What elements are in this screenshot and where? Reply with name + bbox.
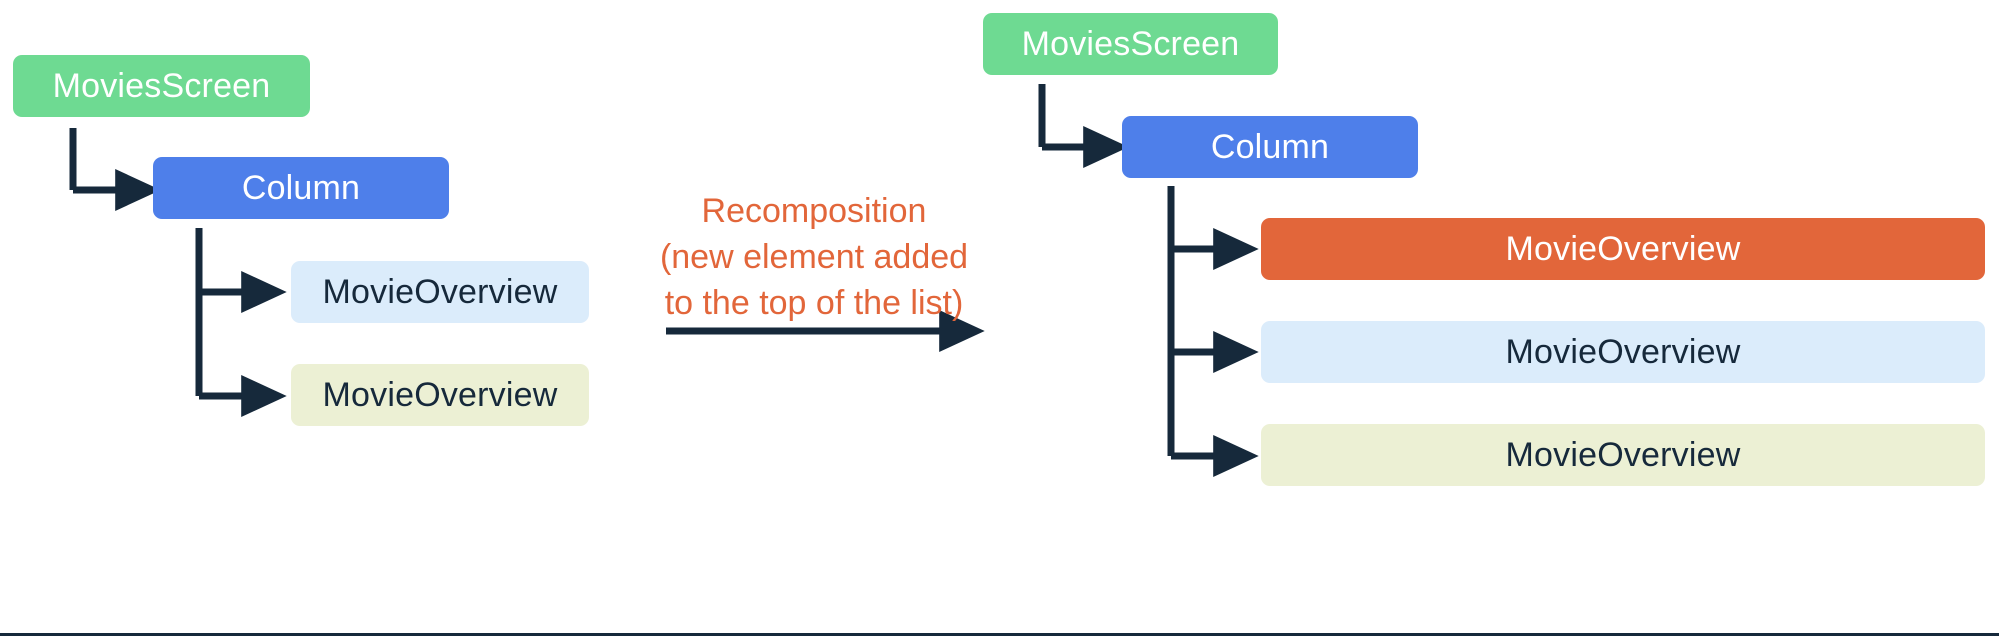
node-after-column[interactable]: Column xyxy=(1122,116,1418,178)
node-label: MoviesScreen xyxy=(1021,24,1240,63)
node-before-movies-screen[interactable]: MoviesScreen xyxy=(13,55,310,117)
node-label: Column xyxy=(241,168,361,207)
node-label: MovieOverview xyxy=(1505,332,1741,371)
bottom-divider xyxy=(0,633,1999,636)
node-label: MoviesScreen xyxy=(52,66,271,105)
node-label: MovieOverview xyxy=(322,375,558,414)
node-before-movie-overview-2[interactable]: MovieOverview xyxy=(291,364,589,426)
node-after-movie-overview-new[interactable]: MovieOverview xyxy=(1261,218,1985,280)
node-after-movie-overview-2[interactable]: MovieOverview xyxy=(1261,424,1985,486)
node-label: Column xyxy=(1210,127,1330,166)
transition-caption: Recomposition (new element added to the … xyxy=(659,192,969,322)
edge-after-root-to-column xyxy=(1038,84,1129,168)
node-before-column[interactable]: Column xyxy=(153,157,449,219)
node-label: MovieOverview xyxy=(322,272,558,311)
node-after-movies-screen[interactable]: MoviesScreen xyxy=(983,13,1278,75)
node-label: MovieOverview xyxy=(1505,435,1741,474)
node-label: MovieOverview xyxy=(1505,229,1741,268)
node-after-movie-overview-1[interactable]: MovieOverview xyxy=(1261,321,1985,383)
edge-before-root-to-column xyxy=(69,128,161,211)
node-before-movie-overview-1[interactable]: MovieOverview xyxy=(291,261,589,323)
